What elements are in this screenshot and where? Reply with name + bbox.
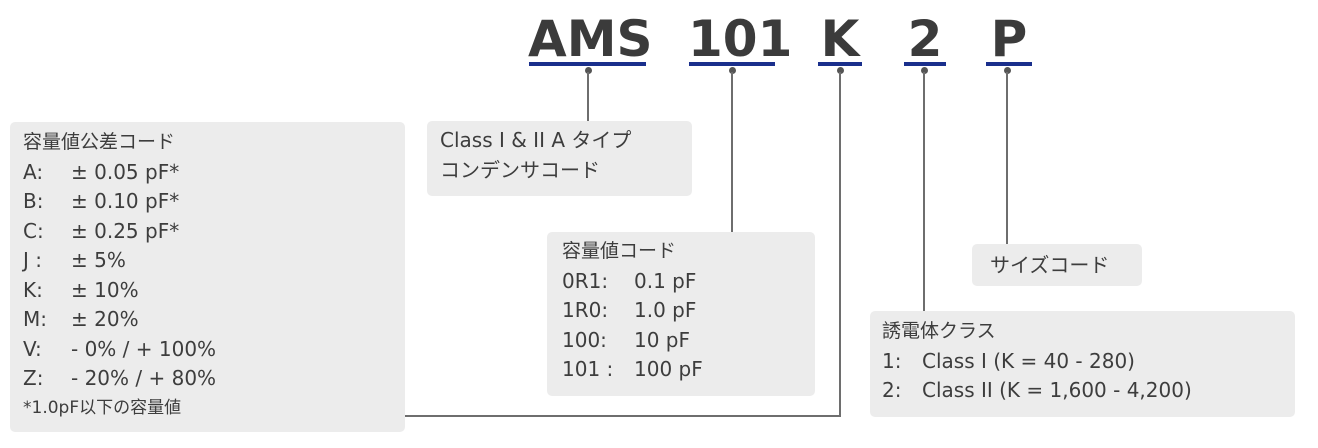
connector-dot-ams xyxy=(585,67,592,74)
dielectric-class-box: 誘電体クラス 1: Class I (K = 40 - 280) 2: Class … xyxy=(870,311,1295,417)
tolerance-row: C: ± 0.25 pF* xyxy=(23,217,405,247)
tolerance-value: ± 5% xyxy=(71,248,126,272)
capacitance-row: 101 : 100 pF xyxy=(562,355,815,385)
tolerance-row: A: ± 0.05 pF* xyxy=(23,158,405,188)
tolerance-value: ± 0.05 pF* xyxy=(71,159,180,184)
tolerance-code: J : xyxy=(23,248,42,272)
capacitance-code: 0R1: xyxy=(562,268,609,293)
code-segment-k: K xyxy=(820,10,860,68)
tolerance-row: J : ± 5% xyxy=(23,246,405,276)
capacitance-value: 10 pF xyxy=(634,327,691,352)
code-segment-ams: AMS xyxy=(528,10,653,68)
capacitance-row: 100: 10 pF xyxy=(562,326,815,356)
underline-ams xyxy=(529,62,646,66)
capacitance-row: 0R1: 0.1 pF xyxy=(562,267,815,297)
tolerance-value: - 20% / + 80% xyxy=(71,366,217,390)
connector-dot-k xyxy=(837,67,844,74)
dielectric-class-title: 誘電体クラス xyxy=(882,320,996,342)
tolerance-footnote: *1.0pF以下の容量値 xyxy=(23,397,182,418)
tolerance-value: ± 0.25 pF* xyxy=(71,218,180,243)
capacitance-code-box: 容量値コード 0R1: 0.1 pF 1R0: 1.0 pF 100: 10 pF 1… xyxy=(547,232,815,396)
tolerance-code: C: xyxy=(23,218,44,243)
dielectric-row: 1: Class I (K = 40 - 280) xyxy=(882,347,1295,377)
tolerance-code: B: xyxy=(23,189,44,213)
tolerance-value: - 0% / + 100% xyxy=(71,336,217,361)
connector-line-k xyxy=(839,72,841,417)
tolerance-row: M: ± 20% xyxy=(23,305,405,335)
capacitance-code-title: 容量値コード xyxy=(562,240,677,262)
capacitance-code: 1R0: xyxy=(562,298,609,322)
tolerance-value: ± 10% xyxy=(71,277,139,302)
capacitance-value: 1.0 pF xyxy=(634,298,697,322)
capacitance-code: 101 : xyxy=(562,357,614,381)
tolerance-code: K: xyxy=(23,277,43,302)
connector-dot-2 xyxy=(921,67,928,74)
code-segment-p: P xyxy=(990,10,1028,68)
tolerance-row: V: - 0% / + 100% xyxy=(23,335,405,365)
underline-k xyxy=(818,62,862,66)
connector-line-ams xyxy=(587,72,589,122)
tolerance-value: ± 0.10 pF* xyxy=(71,189,180,213)
connector-line-p xyxy=(1006,72,1008,244)
capacitance-value: 100 pF xyxy=(634,357,703,381)
class-code-box: Class I & II A タイプ コンデンサコード xyxy=(427,121,692,196)
code-segment-101: 101 xyxy=(688,10,793,68)
connector-line-k-horizontal xyxy=(405,415,841,417)
code-segment-2: 2 xyxy=(907,10,943,68)
connector-dot-101 xyxy=(729,67,736,74)
underline-101 xyxy=(689,62,775,66)
tolerance-code-title: 容量値公差コード xyxy=(23,131,176,153)
tolerance-code-box: 容量値公差コード A: ± 0.05 pF* B: ± 0.10 pF* C: ± 0… xyxy=(10,122,405,432)
connector-line-2 xyxy=(923,72,925,312)
tolerance-code: Z: xyxy=(23,366,44,390)
capacitance-code: 100: xyxy=(562,327,607,352)
tolerance-row: Z: - 20% / + 80% xyxy=(23,364,405,394)
tolerance-row: B: ± 0.10 pF* xyxy=(23,187,405,217)
dielectric-value: Class I (K = 40 - 280) xyxy=(922,348,1135,373)
dielectric-value: Class II (K = 1,600 - 4,200) xyxy=(922,378,1192,402)
size-code-label: サイズコード xyxy=(990,253,1110,277)
class-code-line: Class I & II A タイプ xyxy=(440,128,632,152)
tolerance-row: K: ± 10% xyxy=(23,276,405,306)
capacitance-row: 1R0: 1.0 pF xyxy=(562,296,815,326)
dielectric-code: 1: xyxy=(882,348,902,373)
underline-p xyxy=(986,62,1032,66)
connector-dot-p xyxy=(1004,67,1011,74)
class-code-line: コンデンサコード xyxy=(440,157,600,182)
tolerance-code: A: xyxy=(23,159,44,184)
tolerance-code: M: xyxy=(23,307,47,331)
capacitance-value: 0.1 pF xyxy=(634,268,697,293)
tolerance-value: ± 20% xyxy=(71,307,139,331)
size-code-box: サイズコード xyxy=(972,244,1142,286)
tolerance-code: V: xyxy=(23,336,42,361)
dielectric-row: 2: Class II (K = 1,600 - 4,200) xyxy=(882,376,1295,406)
connector-line-101 xyxy=(731,72,733,232)
dielectric-code: 2: xyxy=(882,378,902,402)
underline-2 xyxy=(904,62,946,66)
